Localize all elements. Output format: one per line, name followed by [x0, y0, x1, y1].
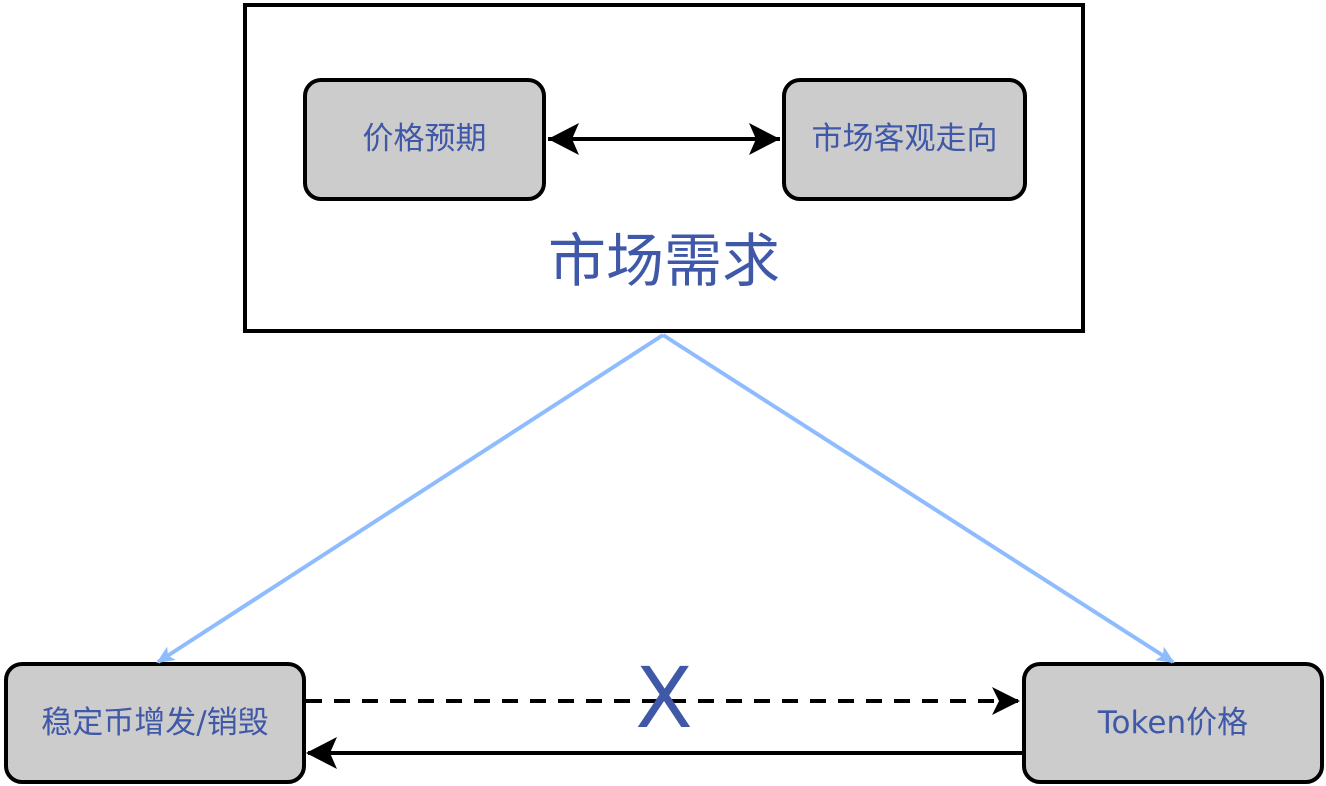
token-price-node: Token价格: [1022, 662, 1324, 784]
stablecoin-supply-label: 稳定币增发/销毁: [41, 704, 269, 741]
bidirectional-arrow: [548, 123, 780, 155]
demand-to-token-arrow: [661, 333, 1175, 664]
demand-to-stablecoin-arrow: [156, 333, 665, 664]
token-price-label: Token价格: [1097, 704, 1249, 741]
market-demand-title: 市场需求: [547, 227, 780, 295]
market-trend-node: 市场客观走向: [782, 78, 1027, 201]
cross-mark: X: [635, 649, 693, 747]
left-arrowhead: [548, 123, 579, 155]
solid-return-arrow: [306, 737, 1022, 769]
dashed-arrow: [306, 687, 1020, 715]
dashed-arrowhead: [992, 687, 1020, 715]
market-trend-label: 市场客观走向: [811, 121, 998, 157]
right-arrowhead: [749, 123, 780, 155]
stablecoin-supply-node: 稳定币增发/销毁: [4, 662, 306, 784]
price-expectation-node: 价格预期: [303, 78, 546, 201]
price-expectation-label: 价格预期: [362, 121, 487, 157]
return-arrowhead: [306, 737, 337, 769]
